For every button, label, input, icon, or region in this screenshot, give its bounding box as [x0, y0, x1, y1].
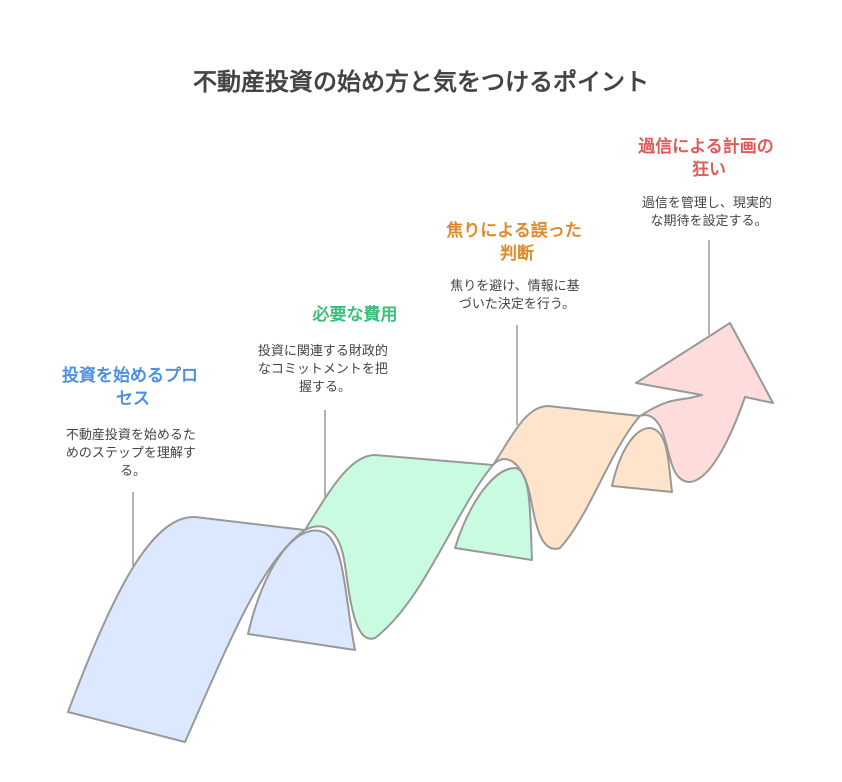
band-step-3 — [492, 405, 673, 550]
step-1-description: 不動産投資を始めるた めのステップを理解す る。 — [66, 427, 200, 479]
arrow-step-4 — [635, 322, 774, 483]
step-2-title: 必要な費用 — [312, 304, 398, 325]
step-3-title: 焦りによる誤った 判断 — [445, 220, 587, 264]
band-step-2 — [304, 454, 533, 640]
step-3-description: 焦りを避け、情報に基 づいた決定を行う。 — [450, 279, 584, 312]
step-1-title: 投資を始めるプロ セス — [62, 365, 204, 409]
step-4-title: 過信による計画の 狂い — [638, 136, 779, 180]
step-1-label: 投資を始めるプロ セス 不動産投資を始めるた めのステップを理解す る。 — [62, 365, 204, 479]
step-3-label: 焦りによる誤った 判断 焦りを避け、情報に基 づいた決定を行う。 — [445, 220, 587, 312]
step-4-label: 過信による計画の 狂い 過信を管理し、現実的 な期待を設定する。 — [638, 136, 779, 229]
step-4-description: 過信を管理し、現実的 な期待を設定する。 — [642, 195, 776, 229]
step-2-description: 投資に関連する財政的 なコミットメントを把 握する。 — [258, 343, 392, 395]
band-step-1 — [67, 515, 356, 743]
step-2-label: 必要な費用 投資に関連する財政的 なコミットメントを把 握する。 — [258, 304, 398, 395]
page-title: 不動産投資の始め方と気をつけるポイント — [193, 68, 649, 96]
